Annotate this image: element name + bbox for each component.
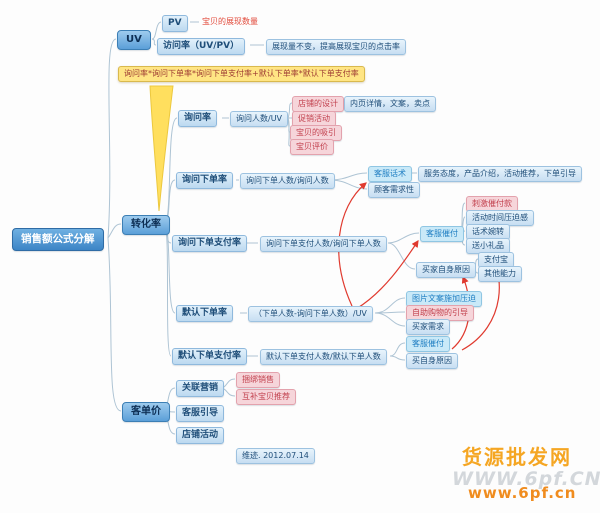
node-inquiry-order-rate[interactable]: 询问下单率: [176, 172, 234, 189]
node-buyer-need[interactable]: 买家需求: [406, 319, 450, 335]
node-pv[interactable]: PV: [162, 15, 188, 32]
branch-uv[interactable]: UV: [117, 30, 151, 50]
root-node[interactable]: 销售额公式分解: [12, 228, 104, 251]
watermark-site-name: 货源批发网: [462, 445, 572, 469]
node-shop-design[interactable]: 店铺的设计: [292, 96, 344, 112]
node-urge-pay-2[interactable]: 客服催付: [406, 336, 450, 352]
branch-price[interactable]: 客单价: [122, 402, 170, 422]
node-visit-rate[interactable]: 访问率（UV/PV）: [157, 38, 246, 55]
watermark-url: www.6pf.cn: [468, 484, 577, 502]
node-service-guide[interactable]: 客服引导: [176, 405, 225, 422]
inquiry-rate-formula[interactable]: 询问人数/UV: [230, 111, 289, 127]
node-urge-time-pressure[interactable]: 活动时间压迫感: [466, 210, 534, 226]
node-shop-activity[interactable]: 店铺活动: [176, 427, 225, 444]
branch-conversion[interactable]: 转化率: [122, 215, 170, 235]
node-service-script[interactable]: 客服话术: [368, 166, 412, 182]
node-default-pay-rate[interactable]: 默认下单支付率: [172, 348, 248, 365]
node-bundle[interactable]: 捆绑销售: [236, 372, 280, 388]
node-baby-review[interactable]: 宝贝评价: [290, 139, 334, 155]
node-inquiry-pay-rate[interactable]: 询问下单支付率: [172, 235, 248, 252]
footer-signature: 维迹. 2012.07.14: [236, 448, 315, 464]
node-customer-need[interactable]: 顾客需求性: [368, 182, 420, 198]
default-order-formula[interactable]: （下单人数-询问下单人数）/UV: [248, 306, 373, 322]
visit-rate-note[interactable]: 展现量不变，提高展现宝贝的点击率: [266, 39, 406, 55]
node-buyer-reason-1[interactable]: 买家自身原因: [416, 262, 476, 278]
node-related-marketing[interactable]: 关联营销: [176, 380, 225, 397]
node-inquiry-rate[interactable]: 询问率: [178, 110, 218, 127]
node-urge-pay-1[interactable]: 客服催付: [420, 226, 464, 242]
conversion-formula-note: 询问率*询问下单率*询问下单支付率+默认下单率*默认下单支付率: [118, 66, 365, 82]
pv-note: 宝贝的展现数量: [202, 17, 258, 26]
shop-design-detail[interactable]: 内页详情，文案，卖点: [344, 96, 436, 112]
node-default-order-rate[interactable]: 默认下单率: [176, 305, 234, 322]
watermark-url-ghost: WWW.6pf.CN: [452, 468, 600, 490]
node-complement[interactable]: 互补宝贝推荐: [236, 389, 296, 405]
inquiry-pay-formula[interactable]: 询问下单支付人数/询问下单人数: [260, 236, 387, 252]
node-buyer-reason-2[interactable]: 买自身原因: [406, 353, 458, 369]
service-script-detail[interactable]: 服务态度，产品介绍，活动推荐，下单引导: [418, 166, 582, 182]
inquiry-order-formula[interactable]: 询问下单人数/询问人数: [240, 173, 335, 189]
default-pay-formula[interactable]: 默认下单支付人数/默认下单人数: [260, 349, 387, 365]
node-buyer-ability[interactable]: 其他能力: [478, 266, 522, 282]
lightning-flash-shape: [149, 85, 174, 212]
